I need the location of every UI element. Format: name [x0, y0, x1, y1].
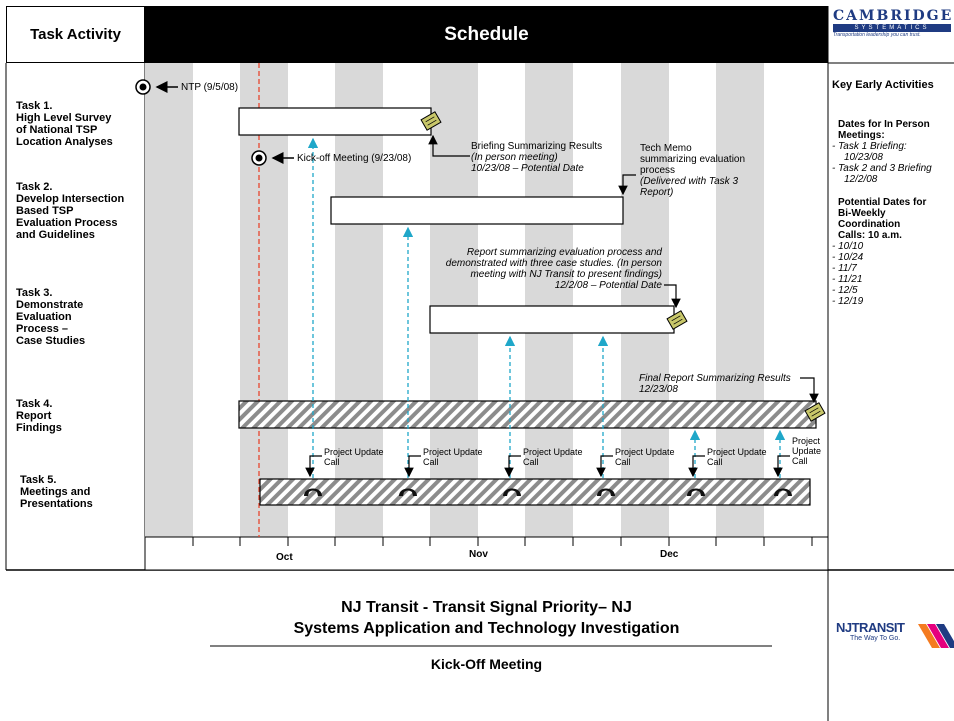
briefing-connector — [428, 134, 470, 157]
briefing-note: Briefing Summarizing Results (In person … — [471, 141, 603, 174]
kickoff-milestone-icon — [251, 150, 267, 166]
phone-icon — [687, 488, 705, 496]
nj-transit-stripes-icon — [918, 624, 954, 648]
cambridge-logo-name: CAMBRIDGE — [833, 8, 954, 24]
final-report-connector — [800, 377, 819, 404]
ntp-label: NTP (9/5/08) — [181, 82, 239, 93]
phone-icon — [597, 488, 615, 496]
task1-deliverable-icon — [420, 111, 442, 131]
footer-title-line2: Systems Application and Technology Inves… — [293, 620, 680, 637]
cambridge-logo-sub: SYSTEMATICS — [833, 24, 951, 32]
key-activities-title: Key Early Activities — [832, 80, 934, 91]
key-activities-panel: Key Early Activities Dates for In Person… — [832, 80, 954, 307]
month-nov: Nov — [469, 549, 488, 560]
footer-title: NJ Transit - Transit Signal Priority– NJ… — [145, 597, 828, 639]
task5-bar — [259, 478, 811, 506]
timeline-ticks — [192, 537, 813, 546]
task-activity-header: Task Activity — [6, 6, 145, 63]
nj-transit-logo-tagline: The Way To Go. — [850, 635, 901, 642]
report-eval-note: Report summarizing evaluation process an… — [445, 247, 662, 291]
task-activity-title: Task Activity — [30, 26, 121, 43]
cambridge-logo: CAMBRIDGE SYSTEMATICS Transportation lea… — [833, 8, 954, 58]
ntp-milestone-icon — [135, 79, 151, 95]
month-oct: Oct — [276, 552, 293, 563]
phone-icons — [304, 488, 792, 496]
call-connectors — [305, 455, 790, 478]
footer-title-line1: NJ Transit - Transit Signal Priority– NJ — [341, 599, 632, 616]
report-eval-connector — [664, 284, 681, 309]
task3-deliverable-icon — [666, 310, 688, 330]
nj-transit-logo-name: NJTRANSIT — [836, 620, 905, 635]
phone-icon — [503, 488, 521, 496]
phone-icon — [304, 488, 322, 496]
nj-transit-logo: NJTRANSIT The Way To Go. — [836, 620, 954, 660]
tech-memo-connector — [618, 174, 636, 196]
month-dec: Dec — [660, 549, 679, 560]
cambridge-logo-tagline: Transportation leadership you can trust. — [833, 32, 921, 38]
final-report-note: Final Report Summarizing Results 12/23/0… — [639, 373, 791, 395]
task1-bar — [238, 107, 432, 136]
phone-icon — [774, 488, 792, 496]
schedule-title: Schedule — [444, 23, 529, 45]
task2-bar — [330, 196, 624, 225]
footer-subtitle: Kick-Off Meeting — [430, 656, 543, 672]
week-stripes — [145, 63, 764, 537]
tech-memo-note: Tech Memo summarizing evaluation process… — [640, 143, 746, 198]
task4-deliverable-icon — [804, 402, 826, 422]
phone-icon — [399, 488, 417, 496]
task4-bar — [238, 400, 817, 429]
kickoff-label: Kick-off Meeting (9/23/08) — [297, 153, 412, 164]
timeline-axis — [144, 536, 829, 571]
schedule-header: Schedule — [145, 6, 828, 63]
task3-bar — [429, 305, 675, 334]
